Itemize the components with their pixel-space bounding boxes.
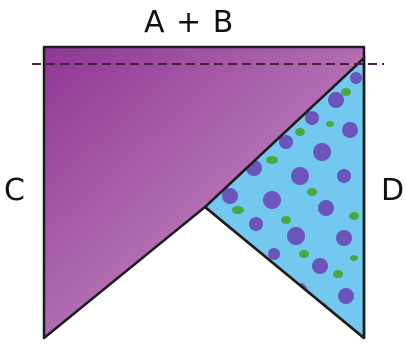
label-left: C <box>4 173 25 208</box>
label-right: D <box>381 173 405 208</box>
purple-triangle <box>42 45 366 340</box>
label-top: A + B <box>144 5 235 40</box>
